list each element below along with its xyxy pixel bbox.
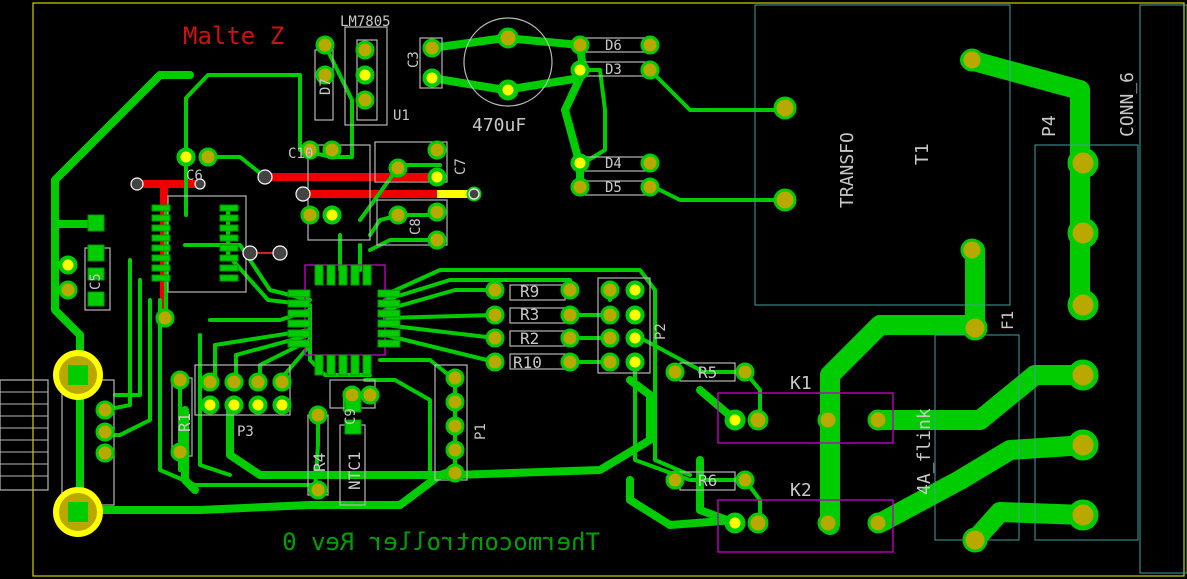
vias xyxy=(130,169,480,261)
bottom-layer-title: Thermocontroller Rev 0 xyxy=(282,528,600,556)
top-copper-signals xyxy=(103,43,787,525)
label-d5: D5 xyxy=(605,180,622,196)
label-lm7805: LM7805 xyxy=(340,14,391,30)
smd-pads xyxy=(87,204,401,435)
label-d7: D7 xyxy=(318,78,334,95)
author-label: Malte Z xyxy=(183,22,284,50)
label-p1: P1 xyxy=(473,423,489,440)
label-d4: D4 xyxy=(605,156,622,172)
label-r3: R3 xyxy=(520,305,539,324)
label-cap-value: 470uF xyxy=(472,115,526,136)
label-c3: C3 xyxy=(406,51,422,68)
label-r9: R9 xyxy=(520,282,539,301)
label-transfo: TRANSFO xyxy=(837,132,858,208)
label-c10: C10 xyxy=(288,146,313,162)
label-c5: C5 xyxy=(88,273,104,290)
label-f1: F1 xyxy=(998,311,1017,330)
label-r2: R2 xyxy=(520,329,539,348)
label-r5: R5 xyxy=(698,363,717,382)
label-c6: C6 xyxy=(186,168,203,184)
highlighted-pads xyxy=(59,61,744,532)
label-c8: C8 xyxy=(408,218,424,235)
board-edge-connector xyxy=(0,391,48,477)
label-r4: R4 xyxy=(310,453,329,472)
label-ntc1: NTC1 xyxy=(345,451,364,490)
label-p4: P4 xyxy=(1039,115,1060,137)
board-outline xyxy=(32,2,1185,577)
label-u1: U1 xyxy=(393,108,410,124)
label-conn6: CONN_6 xyxy=(1117,72,1138,137)
label-k2: K2 xyxy=(790,480,812,501)
label-p2: P2 xyxy=(653,323,669,340)
label-fuse-value: 4A_flink xyxy=(914,408,935,495)
label-r10: R10 xyxy=(513,353,542,372)
label-c9: C9 xyxy=(343,408,359,425)
label-d6: D6 xyxy=(605,38,622,54)
label-t1: T1 xyxy=(912,143,933,165)
label-r6: R6 xyxy=(698,471,717,490)
label-k1: K1 xyxy=(790,373,812,394)
label-r1: R1 xyxy=(175,413,194,432)
label-c7: C7 xyxy=(453,158,469,175)
terminal-pads xyxy=(1067,147,1099,531)
label-p3: P3 xyxy=(237,424,254,440)
label-d3: D3 xyxy=(605,62,622,78)
